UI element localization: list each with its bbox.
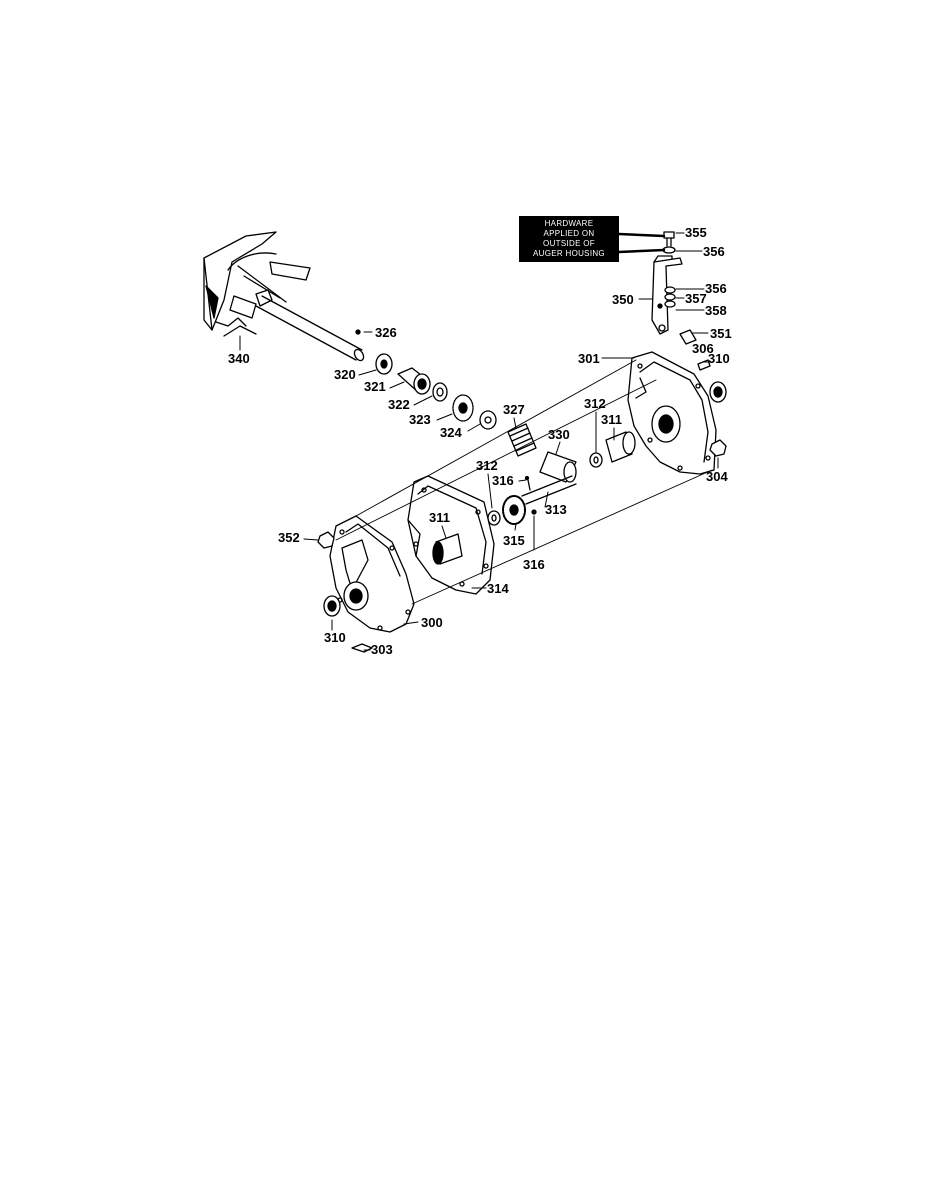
part-label-355: 355	[685, 225, 707, 240]
housing-right	[628, 352, 726, 474]
part-label-330: 330	[548, 427, 570, 442]
part-label-327: 327	[503, 402, 525, 417]
part-label-314: 314	[487, 581, 509, 596]
part-label-323: 323	[409, 412, 431, 427]
note-line-3: OUTSIDE OF	[543, 239, 595, 248]
part-label-320: 320	[334, 367, 356, 382]
part-label-351: 351	[710, 326, 732, 341]
part-label-304: 304	[706, 469, 728, 484]
part-label-321: 321	[364, 379, 386, 394]
part-label-316-upper: 316	[492, 473, 514, 488]
part-label-357: 357	[685, 291, 707, 306]
part-label-310-left: 310	[324, 630, 346, 645]
shaft-components	[376, 354, 635, 525]
part-label-306: 306	[692, 341, 714, 356]
part-label-303: 303	[371, 642, 393, 657]
part-label-356: 356	[705, 281, 727, 296]
note-line-1: HARDWARE	[544, 219, 594, 228]
part-label-326: 326	[375, 325, 397, 340]
part-label-350: 350	[612, 292, 634, 307]
part-label-322: 322	[388, 397, 410, 412]
part-label-358: 358	[705, 303, 727, 318]
part-label-310-right: 310	[708, 351, 730, 366]
part-label-300: 300	[421, 615, 443, 630]
alignment-lines	[336, 360, 712, 604]
part-label-352: 352	[278, 530, 300, 545]
hardware-note: HARDWARE APPLIED ON OUTSIDE OF AUGER HOU…	[519, 216, 619, 262]
part-label-311-right: 311	[601, 412, 622, 427]
part-label-356-top: 356	[703, 244, 725, 259]
part-label-312-upper: 312	[584, 396, 606, 411]
part-label-316-lower: 316	[523, 557, 545, 572]
part-label-301: 301	[578, 351, 600, 366]
housing-left	[318, 516, 414, 652]
gasket	[408, 476, 494, 594]
part-label-315: 315	[503, 533, 525, 548]
note-line-4: AUGER HOUSING	[533, 249, 605, 258]
auger-assembly	[204, 232, 365, 362]
bracket-assembly	[652, 232, 696, 344]
part-label-340: 340	[228, 351, 250, 366]
part-label-313: 313	[545, 502, 567, 517]
leader-lines	[240, 233, 718, 650]
part-label-312-lower: 312	[476, 458, 498, 473]
part-label-324: 324	[440, 425, 462, 440]
note-line-2: APPLIED ON	[543, 229, 595, 238]
part-label-311-left: 311	[429, 510, 450, 525]
